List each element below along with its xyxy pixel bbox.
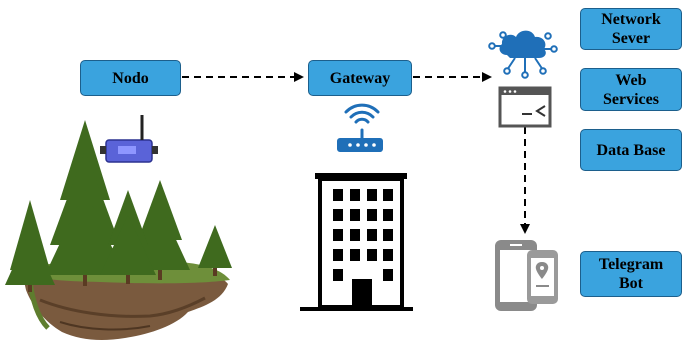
network-server-box: Network Sever xyxy=(580,8,682,50)
smartphone-icon xyxy=(495,240,537,311)
terminal-window-icon xyxy=(498,86,552,128)
cloud-network-icon xyxy=(488,30,558,79)
forest-island-illustration xyxy=(5,120,232,340)
telegram-bot-label-line2: Bot xyxy=(619,275,643,292)
nodo-label: Nodo xyxy=(112,69,149,87)
web-services-label-line2: Services xyxy=(603,90,659,108)
gateway-label: Gateway xyxy=(329,69,391,87)
wifi-router-icon xyxy=(337,103,383,152)
web-services-box: Web Services xyxy=(580,68,682,111)
telegram-bot-label-line1: Telegram xyxy=(598,256,664,273)
sensor-node-icon xyxy=(100,115,158,163)
nodo-box: Nodo xyxy=(80,60,181,96)
data-base-box: Data Base xyxy=(580,129,682,171)
office-building-icon xyxy=(300,173,413,311)
telegram-bot-box: Telegram Bot xyxy=(580,251,682,297)
data-base-label: Data Base xyxy=(596,141,666,159)
map-phone-icon xyxy=(527,250,558,304)
network-server-label-line1: Network xyxy=(601,11,661,28)
web-services-label-line1: Web xyxy=(615,71,647,89)
gateway-box: Gateway xyxy=(308,60,412,96)
flow-arrows xyxy=(182,72,530,234)
network-server-label-line2: Sever xyxy=(611,30,651,47)
